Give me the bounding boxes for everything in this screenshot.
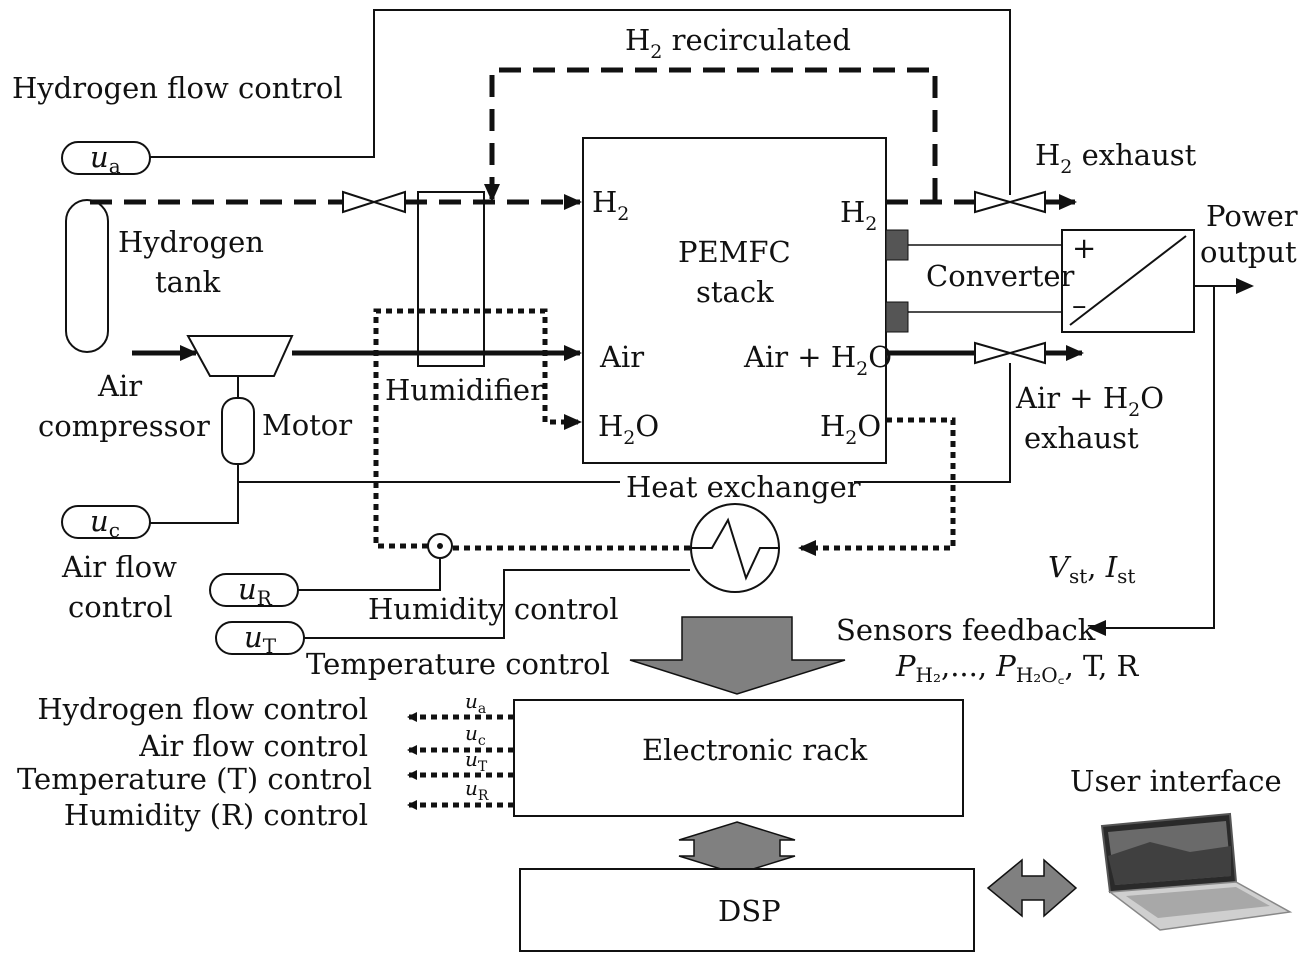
rack-out-4-label: Humidity (R) control [64,798,368,832]
stack-air-in-label: Air [599,340,644,374]
rack-dsp-double-arrow [679,822,795,874]
rack-out-2-label: Air flow control [138,729,368,763]
humidity-sensor-dot [437,543,443,549]
dsp-label: DSP [718,894,781,928]
heat-exchanger-label: Heat exchanger [626,470,861,504]
user-interface-label: User interface [1070,764,1282,798]
stack-terminal-plus [886,230,908,260]
air-h2o-exhaust-label-2: exhaust [1024,421,1139,455]
air-exhaust-valve-l [975,343,1010,363]
sensors-feedback-label: Sensors feedback [836,613,1096,647]
rack-signal-ua: ua [465,689,486,717]
converter-minus: – [1072,288,1087,322]
electronic-rack-label: Electronic rack [642,733,868,767]
hydrogen-flow-control-title: Hydrogen flow control [12,71,343,105]
pemfc-label-2: stack [696,275,774,309]
temperature-control-label: Temperature control [306,647,610,681]
converter-plus: + [1072,231,1096,265]
humidity-control-label: Humidity control [368,592,618,626]
h2-recirculated-label: H2 recirculated [625,23,851,63]
converter-label: Converter [926,259,1075,293]
air-compressor-label-1: Air [97,369,142,403]
h2-exhaust-valve-r [1010,192,1045,212]
power-output-label-2: output [1200,235,1297,269]
motor [222,398,254,464]
rack-out-1-label: Hydrogen flow control [37,692,368,726]
air-compressor-label-2: compressor [38,409,210,443]
air-h2o-exhaust-label-1: Air + H2O [1015,381,1164,421]
motor-label: Motor [262,408,352,442]
dsp-ui-double-arrow [988,860,1076,916]
h2-inlet-valve [343,192,374,212]
sensors-list-label: PH₂,..., PH₂O꜀, T, R [895,649,1140,687]
h2-exhaust-label: H2 exhaust [1035,138,1197,178]
humidifier-label: Humidifier [385,373,544,407]
water-to-humidifier-dotted [376,311,580,546]
hydrogen-tank-label-2: tank [155,265,221,299]
h2-exhaust-valve-l [975,192,1010,212]
air-exhaust-valve-r [1010,343,1045,363]
laptop-icon [1102,814,1290,930]
rack-signal-ur: uR [465,776,489,804]
hydrogen-tank-label-1: Hydrogen [118,225,264,259]
air-flow-control-label-1: Air flow [61,550,177,584]
power-output-label-1: Power [1206,199,1298,233]
h2-inlet-valve-right [374,192,405,212]
motor-control-line [150,464,238,523]
humidity-control-line [298,558,440,590]
humidifier-box [418,192,484,366]
down-arrow-to-rack [630,617,845,694]
air-flow-control-label-2: control [68,590,173,624]
rack-signal-ut: uT [465,747,488,775]
vst-ist-label: Vst, Ist [1048,550,1135,588]
rack-out-3-label: Temperature (T) control [17,762,372,796]
pemfc-label-1: PEMFC [678,235,791,269]
rack-signal-uc: uc [465,721,486,749]
hydrogen-tank [66,200,108,352]
air-compressor [188,336,292,376]
stack-terminal-minus [886,302,908,332]
